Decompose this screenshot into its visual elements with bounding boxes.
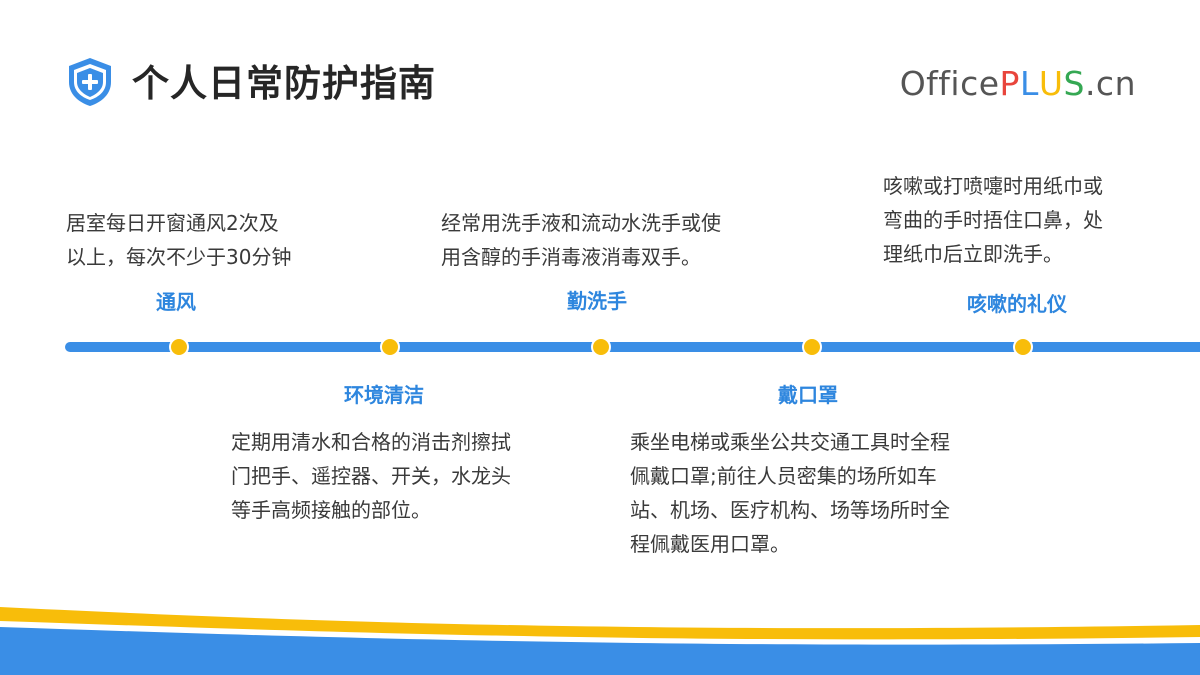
- node-title-mask: 戴口罩: [778, 383, 838, 407]
- description-line: 等手高频接触的部位。: [231, 498, 431, 522]
- node-title-handwashing: 勤洗手: [567, 289, 627, 313]
- logo-part: L: [1019, 64, 1039, 103]
- description-line: 定期用清水和合格的消击剂擦拭: [231, 430, 511, 454]
- shield-plus-icon: [69, 58, 111, 106]
- timeline-dot: [1013, 337, 1033, 357]
- node-description: 乘坐电梯或乘坐公共交通工具时全程 佩戴口罩;前往人员密集的场所如车 站、机场、医…: [630, 425, 950, 561]
- node-title-cough-etiquette: 咳嗽的礼仪: [967, 292, 1067, 316]
- description-line: 站、机场、医疗机构、场等场所时全: [630, 498, 950, 522]
- page-title: 个人日常防护指南: [132, 62, 436, 105]
- node-description: 居室每日开窗通风2次及 以上，每次不少于30分钟: [66, 206, 291, 274]
- description-line: 乘坐电梯或乘坐公共交通工具时全程: [630, 430, 950, 454]
- node-description: 经常用洗手液和流动水洗手或使 用含醇的手消毒液消毒双手。: [441, 206, 721, 274]
- bottom-wave-decoration: [0, 607, 1200, 675]
- description-line: 理纸巾后立即洗手。: [883, 242, 1063, 266]
- description-line: 以上，每次不少于30分钟: [66, 245, 292, 269]
- node-description: 咳嗽或打喷嚏时用纸巾或 弯曲的手时捂住口鼻，处 理纸巾后立即洗手。: [883, 169, 1103, 271]
- node-title-ventilation: 通风: [156, 290, 196, 314]
- description-line: 居室每日开窗通风2次及: [66, 211, 279, 235]
- description-line: 弯曲的手时捂住口鼻，处: [883, 208, 1103, 232]
- node-description: 定期用清水和合格的消击剂擦拭 门把手、遥控器、开关，水龙头 等手高频接触的部位。: [231, 425, 511, 527]
- timeline-dot: [591, 337, 611, 357]
- timeline-dot: [380, 337, 400, 357]
- logo-part: .cn: [1084, 64, 1136, 103]
- description-line: 佩戴口罩;前往人员密集的场所如车: [630, 464, 937, 488]
- timeline-dot: [802, 337, 822, 357]
- description-line: 门把手、遥控器、开关，水龙头: [231, 464, 511, 488]
- description-line: 用含醇的手消毒液消毒双手。: [441, 245, 701, 269]
- description-line: 咳嗽或打喷嚏时用纸巾或: [883, 174, 1103, 198]
- logo-part: Office: [899, 64, 1000, 103]
- description-line: 程佩戴医用口罩。: [630, 532, 790, 556]
- description-line: 经常用洗手液和流动水洗手或使: [441, 211, 721, 235]
- timeline-dot: [169, 337, 189, 357]
- logo-part: P: [999, 64, 1020, 103]
- logo-part: U: [1038, 64, 1064, 103]
- logo-part: S: [1063, 64, 1085, 103]
- node-title-cleaning: 环境清洁: [344, 383, 424, 407]
- timeline-line: [65, 342, 1200, 352]
- brand-logo: OfficePLUS.cn: [900, 62, 1136, 106]
